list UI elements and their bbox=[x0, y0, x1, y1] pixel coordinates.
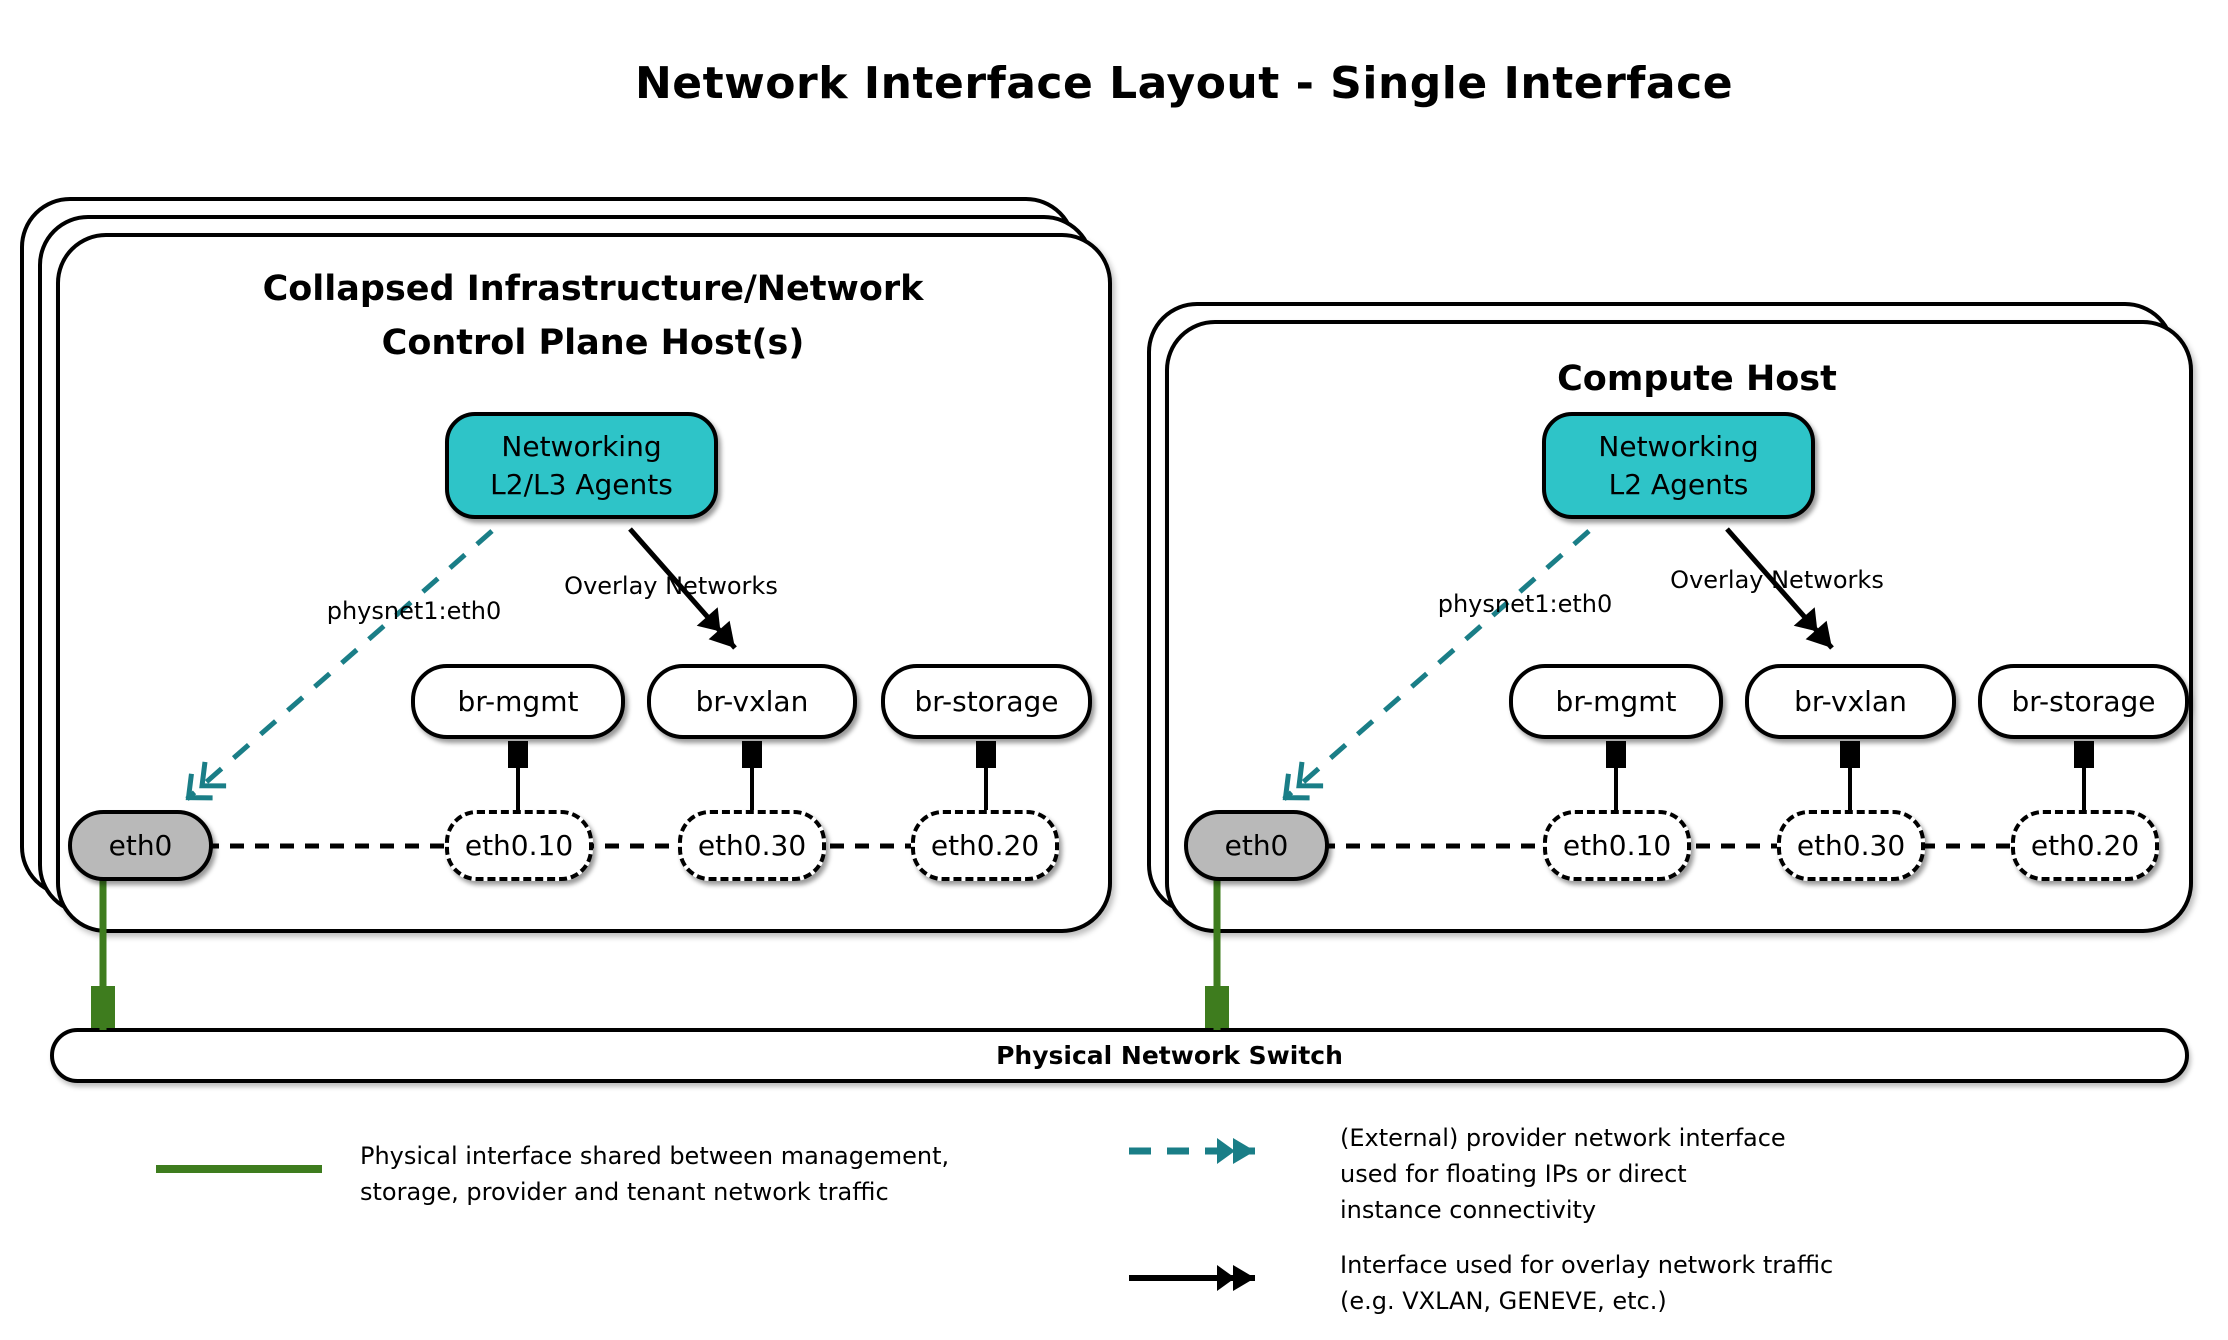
control-switch-port bbox=[91, 986, 115, 1028]
physical-network-switch: Physical Network Switch bbox=[50, 1028, 2189, 1083]
legend-physical-line-text: Physical interface shared between manage… bbox=[360, 1142, 950, 1206]
legend-overlay-arrow-text: Interface used for overlay network traff… bbox=[1340, 1251, 1834, 1315]
compute-eth0-node: eth0 bbox=[1184, 810, 1329, 881]
compute-br-vxlan-port bbox=[1840, 741, 1860, 768]
compute-host-title: Compute Host bbox=[1557, 359, 1837, 399]
diagram-title: Network Interface Layout - Single Interf… bbox=[634, 58, 1734, 109]
control-provider-arrow bbox=[185, 529, 494, 801]
compute-overlay-arrow bbox=[1725, 527, 1834, 650]
compute-provider-label: physnet1:eth0 bbox=[1437, 590, 1613, 618]
compute-switch-port bbox=[1205, 986, 1229, 1028]
control-overlay-label: Overlay Networks bbox=[564, 572, 778, 600]
control-bridge-br-storage: br-storage bbox=[881, 664, 1092, 739]
compute-br-mgmt-port bbox=[1606, 741, 1626, 768]
control-br-mgmt-port bbox=[508, 741, 528, 768]
compute-bridge-br-mgmt: br-mgmt bbox=[1509, 664, 1723, 739]
control-host-title: Collapsed Infrastructure/Network Control… bbox=[262, 269, 924, 363]
legend-overlay-arrow-symbol bbox=[1129, 1265, 1255, 1291]
control-br-vxlan-port bbox=[742, 741, 762, 768]
control-bridge-br-vxlan: br-vxlan bbox=[647, 664, 857, 739]
control-vlan-eth0-10: eth0.10 bbox=[445, 810, 593, 881]
compute-vlan-eth0-20: eth0.20 bbox=[2011, 810, 2159, 881]
control-br-storage-port bbox=[976, 741, 996, 768]
control-vlan-eth0-30: eth0.30 bbox=[678, 810, 826, 881]
control-bridge-br-mgmt: br-mgmt bbox=[411, 664, 625, 739]
control-vlan-eth0-20: eth0.20 bbox=[911, 810, 1059, 881]
legend-provider-arrow-text: (External) provider network interface us… bbox=[1340, 1124, 1786, 1224]
compute-overlay-label: Overlay Networks bbox=[1670, 566, 1884, 594]
compute-bridge-br-vxlan: br-vxlan bbox=[1745, 664, 1956, 739]
compute-vlan-eth0-10: eth0.10 bbox=[1543, 810, 1691, 881]
legend-provider-arrow-symbol bbox=[1129, 1138, 1255, 1164]
legend-physical-line-symbol bbox=[156, 1165, 322, 1173]
control-overlay-arrow bbox=[628, 527, 737, 650]
compute-br-storage-port bbox=[2074, 741, 2094, 768]
compute-vlan-eth0-30: eth0.30 bbox=[1777, 810, 1925, 881]
control-provider-label: physnet1:eth0 bbox=[326, 597, 502, 625]
compute-provider-arrow bbox=[1282, 529, 1591, 801]
compute-bridge-br-storage: br-storage bbox=[1978, 664, 2189, 739]
control-networking-agents-node: Networking L2/L3 Agents bbox=[445, 412, 718, 519]
compute-networking-agents-node: Networking L2 Agents bbox=[1542, 412, 1815, 519]
control-eth0-node: eth0 bbox=[68, 810, 213, 881]
